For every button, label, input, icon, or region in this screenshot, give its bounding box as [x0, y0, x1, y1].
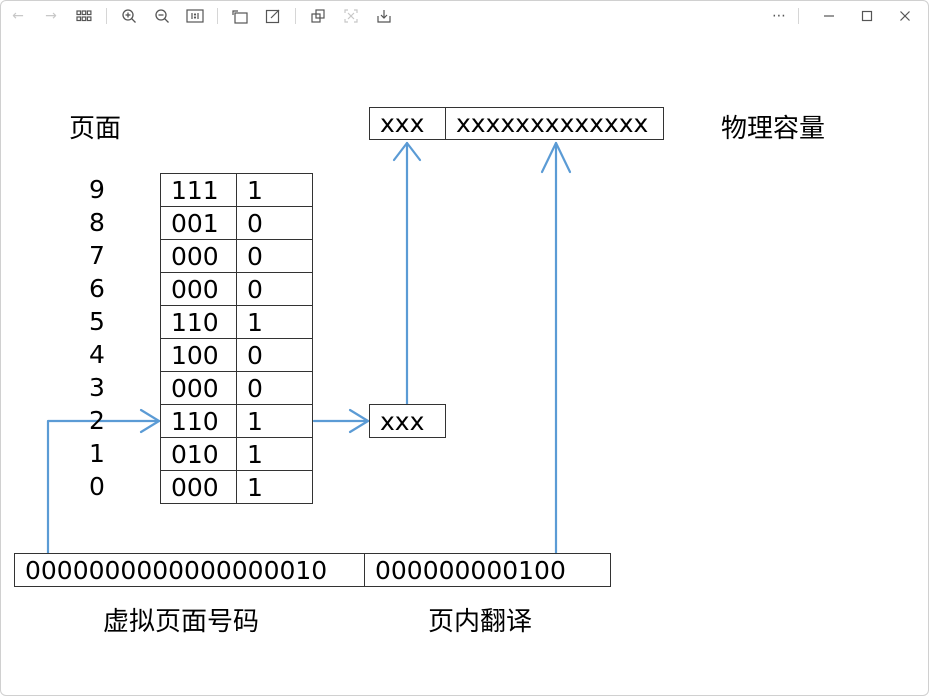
table-to-frame-arrowhead	[348, 408, 370, 434]
grid-icon[interactable]	[73, 5, 95, 27]
vpn-lookup-arrowhead	[139, 408, 161, 434]
page-number: 5	[89, 307, 105, 336]
page-number: 3	[89, 373, 105, 402]
close-icon[interactable]	[894, 5, 916, 27]
crop-icon[interactable]	[307, 5, 329, 27]
frame-to-physical-arrowhead	[392, 141, 422, 162]
frame-cell: 000	[160, 239, 237, 273]
frame-cell: 110	[160, 305, 237, 339]
page-number: 7	[89, 241, 105, 270]
toolbar-divider	[295, 8, 296, 24]
arrows-layer	[46, 141, 572, 555]
zoom-out-icon[interactable]	[151, 5, 173, 27]
physical-frame-cell: xxx	[369, 107, 446, 140]
frame-cell: 000	[160, 272, 237, 306]
offset-to-physical-arrowhead	[540, 141, 572, 174]
physical-offset-cell: xxxxxxxxxxxxx	[445, 107, 664, 140]
minimize-icon[interactable]	[818, 5, 840, 27]
lookup-frame-cell: xxx	[369, 404, 446, 438]
frame-cell: 000	[160, 371, 237, 405]
frame-cell: 110	[160, 404, 237, 438]
actual-size-icon[interactable]	[184, 5, 206, 27]
present-bit-cell: 0	[236, 371, 313, 405]
frame-cell: 010	[160, 437, 237, 471]
present-bit-cell: 1	[236, 173, 313, 207]
present-bit-cell: 0	[236, 272, 313, 306]
diagram-canvas: 页面 物理容量 虚拟页面号码 页内翻译 xxx xxxxxxxxxxxxx 9 …	[1, 33, 928, 693]
physical-capacity-label: 物理容量	[721, 114, 826, 144]
present-bit-cell: 0	[236, 206, 313, 240]
save-icon[interactable]	[373, 5, 395, 27]
offset-bits-cell: 000000000100	[364, 553, 611, 587]
forward-arrow-icon[interactable]: →	[45, 8, 57, 24]
toolbar: ← →	[1, 1, 928, 33]
page-number: 9	[89, 175, 105, 204]
virtual-page-number-label: 虚拟页面号码	[103, 607, 260, 637]
toolbar-divider	[217, 8, 218, 24]
edit-icon[interactable]	[262, 5, 284, 27]
page-number: 1	[89, 439, 105, 468]
back-arrow-icon[interactable]: ←	[12, 8, 24, 24]
toolbar-divider	[798, 8, 799, 24]
page-number: 2	[89, 406, 105, 435]
page-number: 0	[89, 472, 105, 501]
vpn-lookup-arrow	[46, 419, 161, 555]
frame-cell: 000	[160, 470, 237, 504]
present-bit-cell: 1	[236, 404, 313, 438]
frame-cell: 001	[160, 206, 237, 240]
page-number: 4	[89, 340, 105, 369]
frame-cell: 100	[160, 338, 237, 372]
more-icon[interactable]: ⋯	[772, 8, 786, 24]
virtual-page-bits-cell: 0000000000000000010	[14, 553, 365, 587]
page-number: 8	[89, 208, 105, 237]
page-offset-label: 页内翻译	[428, 607, 533, 637]
fit-icon[interactable]	[340, 5, 362, 27]
frame-cell: 111	[160, 173, 237, 207]
present-bit-cell: 0	[236, 338, 313, 372]
maximize-icon[interactable]	[856, 5, 878, 27]
present-bit-cell: 1	[236, 437, 313, 471]
zoom-in-icon[interactable]	[118, 5, 140, 27]
toolbar-divider	[106, 8, 107, 24]
page-number: 6	[89, 274, 105, 303]
present-bit-cell: 1	[236, 305, 313, 339]
page-label: 页面	[69, 114, 122, 144]
present-bit-cell: 1	[236, 470, 313, 504]
rotate-icon[interactable]	[229, 5, 251, 27]
present-bit-cell: 0	[236, 239, 313, 273]
